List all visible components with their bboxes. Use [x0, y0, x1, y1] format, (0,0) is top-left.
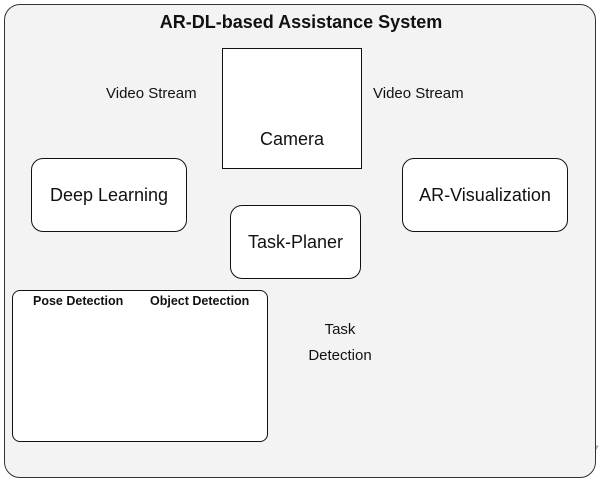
- task-detection-line1: Task: [324, 321, 356, 338]
- task-planer-label: Task-Planer: [247, 231, 344, 252]
- video-stream-left-label: Video Stream: [106, 85, 197, 102]
- task-planer-box: Task-Planer: [230, 205, 361, 279]
- deep-learning-label: Deep Learning: [49, 184, 169, 205]
- video-stream-right-label: Video Stream: [373, 85, 464, 102]
- object-detection-title: Object Detection: [150, 294, 250, 308]
- camera-label: Camera: [259, 129, 325, 149]
- ar-visualization-box: AR-Visualization: [402, 158, 568, 232]
- ar-visualization-label: AR-Visualization: [419, 184, 551, 205]
- pose-detection-title: Pose Detection: [33, 294, 124, 308]
- detection-panel: [12, 290, 268, 442]
- task-detection-line2: Detection: [308, 347, 372, 364]
- camera-box: Camera: [222, 48, 362, 169]
- deep-learning-box: Deep Learning: [31, 158, 187, 232]
- task-detection-label: Task Detection: [300, 317, 380, 369]
- diagram-title: AR-DL-based Assistance System: [159, 12, 443, 32]
